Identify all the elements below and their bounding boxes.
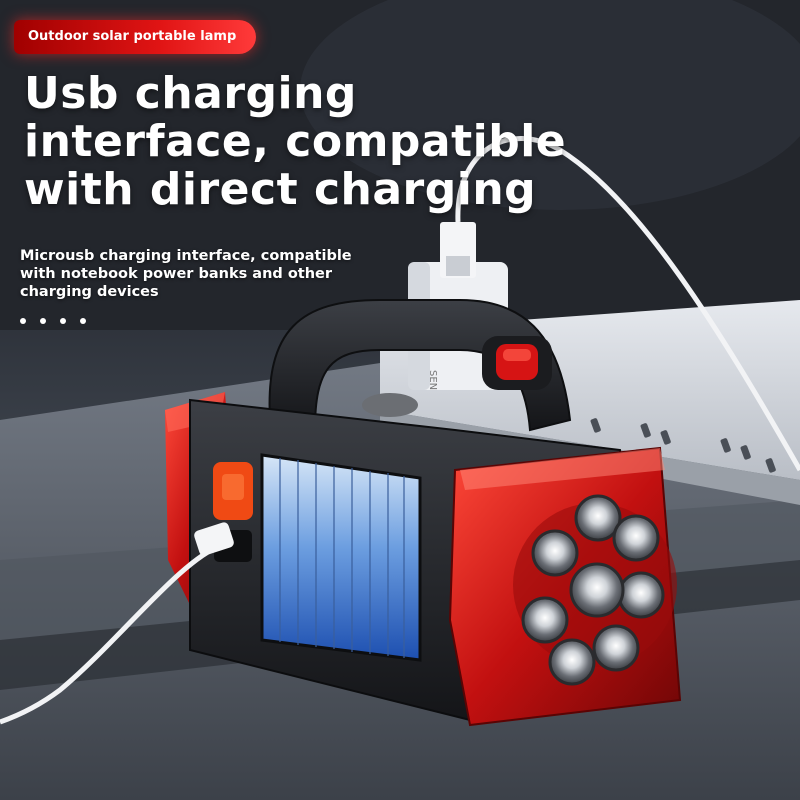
carousel-dot[interactable] bbox=[20, 318, 26, 324]
product-badge: Outdoor solar portable lamp bbox=[14, 20, 257, 54]
power-button-icon bbox=[482, 336, 552, 390]
description-text: Microusb charging interface, compatible … bbox=[20, 247, 380, 301]
description-line: charging devices bbox=[20, 284, 159, 300]
headline: Usb charging interface, compatible with … bbox=[24, 68, 567, 215]
headline-line: interface, compatible bbox=[24, 116, 567, 167]
led-cluster bbox=[513, 494, 677, 686]
usb-cable-side bbox=[0, 522, 234, 725]
headline-line: Usb charging bbox=[24, 68, 357, 119]
headline-line: with direct charging bbox=[24, 164, 537, 215]
description-line: with notebook power banks and other bbox=[20, 266, 333, 282]
carousel-dot[interactable] bbox=[40, 318, 46, 324]
usb-cable-top bbox=[455, 136, 800, 472]
solar-lamp bbox=[165, 299, 682, 727]
carousel-dot[interactable] bbox=[60, 318, 66, 324]
solar-panel bbox=[260, 453, 422, 662]
led-bulb-icon bbox=[521, 494, 665, 686]
carousel-dot[interactable] bbox=[80, 318, 86, 324]
description-line: Microusb charging interface, compatible bbox=[20, 248, 352, 264]
svg-text:SEN: SEN bbox=[427, 370, 438, 390]
carousel-dots bbox=[20, 318, 86, 324]
usb-plug-icon bbox=[440, 222, 476, 278]
